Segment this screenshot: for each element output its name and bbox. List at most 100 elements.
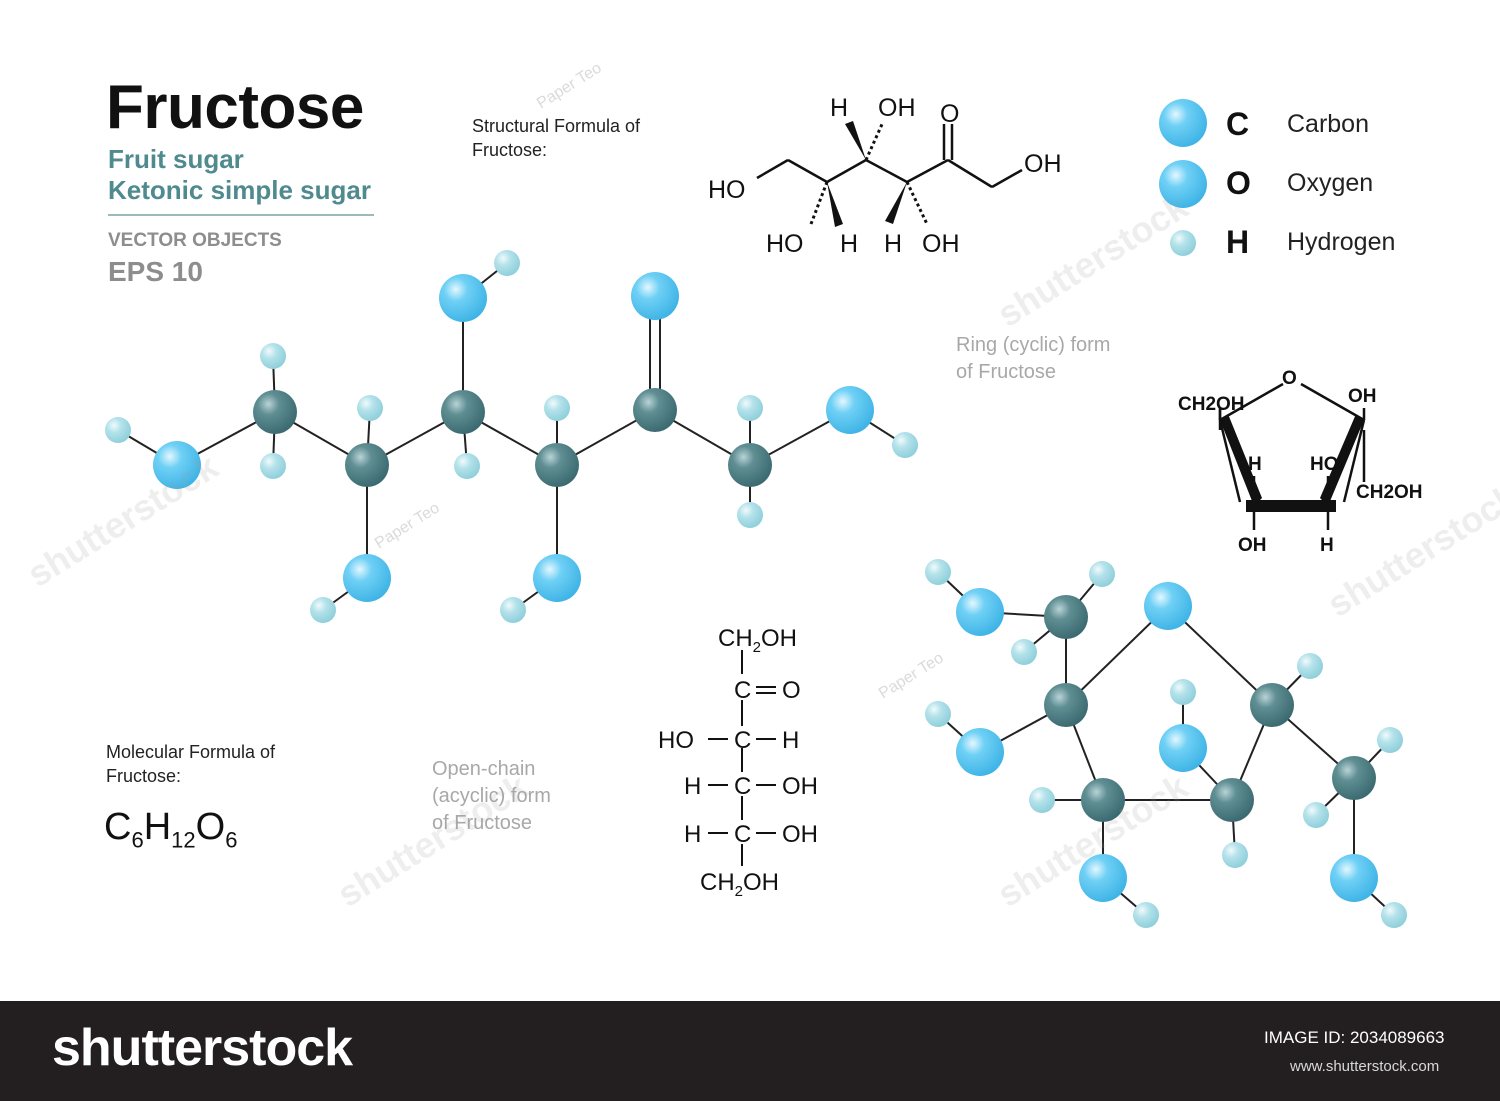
fischer-c3: C xyxy=(734,773,751,800)
ring-hydrogen-atom xyxy=(925,559,951,585)
skeletal-oh-right: OH xyxy=(1024,150,1062,178)
skeletal-ho-bottom: HO xyxy=(766,230,804,258)
fischer-c1: C xyxy=(734,677,751,704)
fischer-top: CH2OH xyxy=(718,625,797,656)
chain-oxygen-atom xyxy=(343,554,391,602)
model-atoms xyxy=(105,99,1407,928)
chain-carbon-atom xyxy=(728,443,772,487)
legend-hydrogen-name: Hydrogen xyxy=(1287,228,1396,256)
chain-carbon-atom xyxy=(253,390,297,434)
formula-o-count: 6 xyxy=(225,827,238,853)
ring-hydrogen-atom xyxy=(1089,561,1115,587)
subtitle-ketonic-sugar: Ketonic simple sugar xyxy=(108,175,371,205)
legend-carbon-symbol: C xyxy=(1226,106,1250,142)
chain-hydrogen-atom xyxy=(544,395,570,421)
skeletal-oh-top: OH xyxy=(878,94,916,122)
title-divider xyxy=(108,214,374,216)
ring-hydrogen-atom xyxy=(1011,639,1037,665)
ring-carbon-atom xyxy=(1044,595,1088,639)
skeletal-ho-left: HO xyxy=(708,176,746,204)
haworth-o: O xyxy=(1282,368,1297,389)
skeletal-h-bottom-2: H xyxy=(884,230,902,258)
ring-oxygen-atom xyxy=(1330,854,1378,902)
footer-brand-logo[interactable]: shutterstock xyxy=(52,1019,353,1077)
footer-bar xyxy=(0,1001,1500,1101)
formula-c: C xyxy=(104,806,132,848)
artwork-canvas: H OH O OH HO HO H H OH O CH2OH OH H HO C… xyxy=(105,94,1423,928)
vector-objects-note: VECTOR OBJECTS xyxy=(108,230,282,251)
ring-hydrogen-atom xyxy=(1133,902,1159,928)
ring-form-label: Ring (cyclic) form of Fructose xyxy=(956,332,1126,386)
ring-oxygen-atom xyxy=(956,728,1004,776)
haworth-ho-mid: HO xyxy=(1310,454,1339,475)
structural-formula-label-text: Structural Formula of Fructose: xyxy=(472,116,641,160)
skeletal-formula xyxy=(756,121,1023,227)
model-bonds xyxy=(117,262,1395,916)
chain-oxygen-atom xyxy=(826,386,874,434)
formula-h: H xyxy=(143,806,172,848)
formula-o: O xyxy=(195,806,226,848)
ring-oxygen-atom xyxy=(956,588,1004,636)
chain-hydrogen-atom xyxy=(500,597,526,623)
ring-oxygen-atom xyxy=(1144,582,1192,630)
fischer-c2: C xyxy=(734,727,751,754)
open-chain-label: Open-chain (acyclic) form of Fructose xyxy=(432,756,572,837)
chain-hydrogen-atom xyxy=(494,250,520,276)
ring-carbon-atom xyxy=(1044,683,1088,727)
chain-hydrogen-atom xyxy=(892,432,918,458)
fischer-oh3: OH xyxy=(782,773,818,800)
fischer-oh4: OH xyxy=(782,821,818,848)
page-title: Fructose xyxy=(106,73,364,142)
chain-hydrogen-atom xyxy=(105,417,131,443)
legend-carbon-name: Carbon xyxy=(1287,110,1369,138)
chain-carbon-atom xyxy=(633,388,677,432)
fischer-h2: H xyxy=(782,727,799,754)
formula-h-count: 12 xyxy=(171,827,196,853)
legend-hydrogen-symbol: H xyxy=(1226,224,1250,260)
chain-hydrogen-atom xyxy=(737,395,763,421)
chain-oxygen-atom xyxy=(533,554,581,602)
ring-form-label-text: Ring (cyclic) form of Fructose xyxy=(956,334,1111,383)
fischer-o1: O xyxy=(782,677,801,704)
chain-carbon-atom xyxy=(345,443,389,487)
haworth-ch2oh-right: CH2OH xyxy=(1356,482,1423,503)
molecular-formula: C6H12O6 xyxy=(104,806,237,854)
ring-oxygen-atom xyxy=(1079,854,1127,902)
chain-oxygen-atom xyxy=(439,274,487,322)
ring-carbon-atom xyxy=(1332,756,1376,800)
chain-hydrogen-atom xyxy=(260,343,286,369)
chain-hydrogen-atom xyxy=(357,395,383,421)
structural-formula-label: Structural Formula of Fructose: xyxy=(472,114,682,162)
haworth-h-bottom: H xyxy=(1320,535,1334,556)
ring-hydrogen-atom xyxy=(1381,902,1407,928)
haworth-h-left: H xyxy=(1248,454,1262,475)
chain-oxygen-atom xyxy=(631,272,679,320)
chain-carbon-atom xyxy=(441,390,485,434)
fischer-ho2: HO xyxy=(658,727,694,754)
chain-hydrogen-atom xyxy=(1170,230,1196,256)
chain-hydrogen-atom xyxy=(454,453,480,479)
formula-c-count: 6 xyxy=(131,827,144,853)
ring-hydrogen-atom xyxy=(1029,787,1055,813)
haworth-oh-bottom: OH xyxy=(1238,535,1267,556)
molecular-formula-label-text: Molecular Formula of Fructose: xyxy=(106,742,276,786)
skeletal-h-top: H xyxy=(830,94,848,122)
ring-hydrogen-atom xyxy=(1222,842,1248,868)
chain-hydrogen-atom xyxy=(737,502,763,528)
ring-hydrogen-atom xyxy=(1377,727,1403,753)
fischer-bottom: CH2OH xyxy=(700,869,779,900)
fischer-h3: H xyxy=(684,773,701,800)
chain-oxygen-atom xyxy=(1159,99,1207,147)
skeletal-o-top: O xyxy=(940,100,959,128)
ring-hydrogen-atom xyxy=(1303,802,1329,828)
subtitle-fruit-sugar: Fruit sugar xyxy=(108,144,244,174)
fischer-projection xyxy=(708,650,776,866)
molecular-formula-label: Molecular Formula of Fructose: xyxy=(106,740,316,788)
footer-site-link[interactable]: www.shutterstock.com xyxy=(1290,1058,1440,1075)
fischer-h4: H xyxy=(684,821,701,848)
haworth-ring-formula xyxy=(1218,382,1366,530)
ring-oxygen-atom xyxy=(1159,724,1207,772)
eps-note: EPS 10 xyxy=(108,256,203,287)
chain-hydrogen-atom xyxy=(260,453,286,479)
haworth-ch2oh-top: CH2OH xyxy=(1178,394,1245,415)
